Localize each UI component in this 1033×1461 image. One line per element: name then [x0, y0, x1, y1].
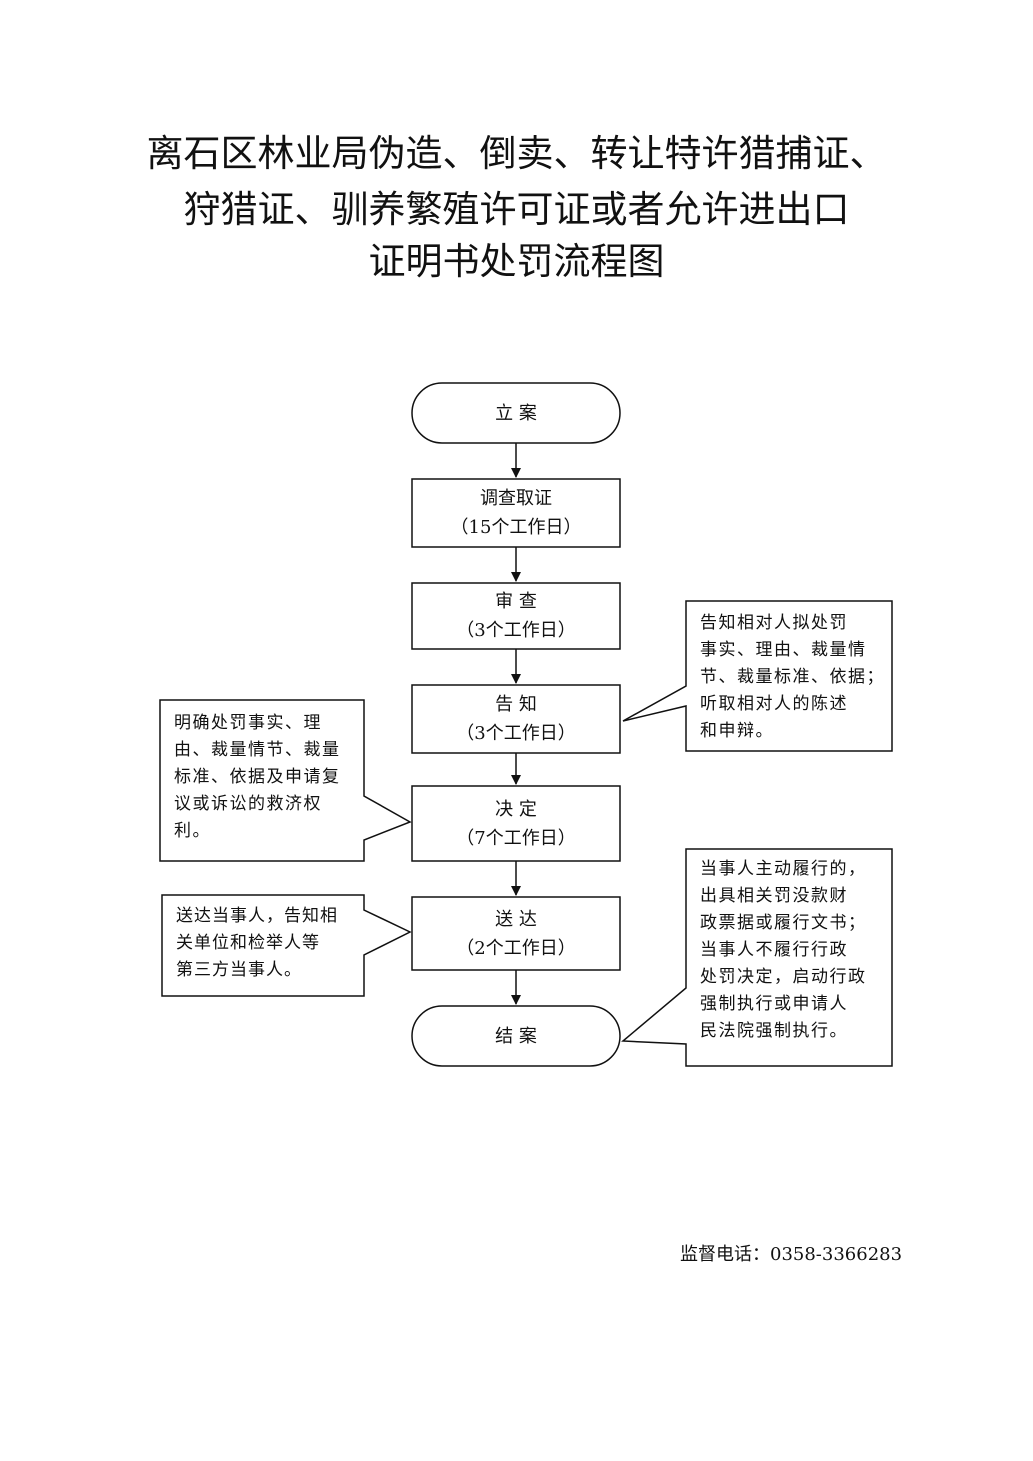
step-end: 结 案: [412, 1006, 620, 1066]
step-duration: （2个工作日）: [456, 937, 576, 959]
note-line: 由、裁量情节、裁量: [174, 740, 341, 760]
note-line: 当事人不履行行政: [700, 940, 848, 960]
supervision-hotline: 监督电话：0358-3366283: [680, 1244, 903, 1265]
step-duration: （3个工作日）: [456, 723, 576, 744]
step-review: 审 查 （3个工作日）: [412, 583, 620, 649]
note-line: 民法院强制执行。: [700, 1021, 848, 1041]
note-line: 告知相对人拟处罚: [700, 613, 848, 633]
delivery-note: 送达当事人，告知相 关单位和检举人等 第三方当事人。: [176, 903, 338, 984]
decision-callout: [159, 699, 412, 862]
step-decision: 决 定 （7个工作日）: [412, 786, 620, 861]
note-line: 出具相关罚没款财: [700, 886, 848, 906]
page-title-line-3: 证明书处罚流程图: [368, 240, 665, 283]
notify-callout: [622, 600, 893, 752]
note-line: 听取相对人的陈述: [700, 694, 848, 714]
step-start: 立 案: [412, 383, 620, 443]
step-label: 立 案: [495, 402, 537, 424]
note-line: 当事人主动履行的，: [700, 859, 867, 879]
note-line: 节、裁量标准、依据；: [700, 667, 885, 687]
note-line: 关单位和检举人等: [176, 933, 320, 953]
note-line: 送达当事人，告知相: [176, 906, 338, 926]
step-label: 决 定: [495, 798, 537, 820]
closing-note: 当事人主动履行的， 出具相关罚没款财 政票据或履行文书； 当事人不履行行政 处罚…: [700, 856, 867, 1045]
note-line: 第三方当事人。: [176, 960, 302, 980]
step-duration: （7个工作日）: [456, 827, 576, 849]
note-line: 强制执行或申请人: [700, 994, 848, 1014]
step-investigate: 调查取证 （15个工作日）: [412, 479, 620, 547]
end-terminal: [411, 1005, 621, 1067]
note-line: 和申辩。: [700, 721, 774, 741]
step-label: 送 达: [495, 908, 537, 930]
step-duration: （15个工作日）: [450, 517, 582, 538]
note-line: 议或诉讼的救济权: [174, 794, 322, 814]
note-line: 利。: [174, 821, 211, 841]
decision-note: 明确处罚事实、理 由、裁量情节、裁量 标准、依据及申请复 议或诉讼的救济权 利。: [174, 710, 341, 845]
step-duration: （3个工作日）: [456, 620, 576, 641]
step-notify: 告 知 （3个工作日）: [412, 685, 620, 753]
step-label: 告 知: [495, 694, 537, 715]
note-line: 政票据或履行文书；: [700, 913, 867, 933]
page-title-line-1: 离石区林业局伪造、倒卖、转让特许猎捕证、: [146, 132, 887, 175]
step-label: 结 案: [495, 1025, 537, 1047]
page-title-line-2: 狩猎证、驯养繁殖许可证或者允许进出口: [183, 188, 850, 231]
notify-note: 告知相对人拟处罚 事实、理由、裁量情 节、裁量标准、依据； 听取相对人的陈述 和…: [700, 610, 885, 745]
closing-callout: [621, 848, 893, 1067]
step-label: 审 查: [495, 591, 537, 612]
note-line: 处罚决定，启动行政: [700, 967, 867, 987]
step-delivery: 送 达 （2个工作日）: [412, 897, 620, 970]
note-line: 标准、依据及申请复: [174, 767, 341, 787]
step-label: 调查取证: [480, 488, 552, 509]
note-line: 明确处罚事实、理: [174, 713, 322, 733]
note-line: 事实、理由、裁量情: [700, 640, 867, 660]
delivery-callout: [161, 894, 412, 997]
